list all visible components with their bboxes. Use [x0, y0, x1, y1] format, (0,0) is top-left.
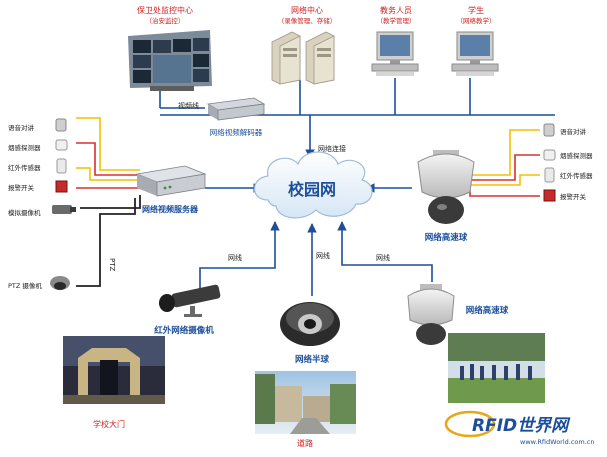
video-line-label: 视频线	[178, 101, 199, 110]
net-connect-label: 网络连接	[318, 144, 346, 153]
campus-network-cloud: 校园网	[253, 151, 373, 219]
left-sensor-list: 语音对讲 烟感探测器 红外传感器 报警开关 模拟摄像机 PTZ 摄像机 PTZ	[8, 118, 116, 290]
speed-dome-camera-icon	[417, 150, 475, 224]
watermark-url: www.RfidWorld.com.cn	[520, 438, 595, 446]
left-sensor-infrared-label: 红外传感器	[8, 163, 41, 172]
road-photo	[255, 371, 356, 434]
left-sensor-alarm-label: 报警开关	[8, 183, 35, 192]
right-sensor-infrared-label: 红外传感器	[560, 171, 593, 180]
analog-camera-label: 模拟摄像机	[8, 208, 41, 217]
infrared-sensor-icon	[544, 167, 555, 183]
right-wiring	[469, 129, 540, 197]
analog-camera-icon	[52, 205, 72, 214]
monitor-wall-icon	[128, 30, 212, 91]
left-wiring	[76, 117, 141, 287]
net-line-1-label: 网线	[228, 253, 242, 262]
alarm-switch-icon	[55, 180, 68, 193]
speed-dome-1-label: 网络高速球	[425, 232, 468, 243]
server-icon	[271, 31, 335, 85]
smoke-detector-icon	[543, 149, 556, 161]
smoke-detector-icon	[55, 139, 68, 151]
decoder-label: 网络视频解码器	[210, 127, 263, 137]
students-subtitle: （网络教学）	[457, 16, 496, 25]
speed-dome-2-label: 网络高速球	[466, 305, 509, 316]
alarm-switch-icon	[543, 189, 556, 202]
ptz-camera-label: PTZ 摄像机	[8, 281, 42, 290]
infrared-sensor-icon	[56, 158, 67, 174]
intercom-icon	[543, 123, 555, 137]
school-gate-label: 学校大门	[93, 419, 125, 429]
student-computer-icon	[451, 31, 499, 76]
half-dome-label: 网络半球	[295, 354, 330, 365]
network-center-subtitle: （录像管理、存储）	[278, 16, 337, 25]
security-center-subtitle: （治安监控）	[146, 16, 185, 25]
teachers-subtitle: （教学管理）	[377, 16, 416, 25]
right-sensor-smoke-label: 烟感探测器	[560, 151, 593, 160]
left-sensor-intercom-label: 语音对讲	[8, 123, 35, 132]
video-server-label: 网络视频服务器	[142, 204, 199, 214]
infrared-camera-icon	[159, 284, 221, 317]
right-sensor-alarm-label: 报警开关	[560, 192, 587, 201]
campus-network-label: 校园网	[288, 180, 336, 199]
net-line-2-label: 网线	[316, 251, 330, 260]
teacher-computer-icon	[371, 31, 419, 76]
half-dome-camera-icon	[280, 302, 340, 346]
right-sensor-intercom-label: 语音对讲	[560, 127, 587, 136]
ir-camera-label: 红外网络摄像机	[154, 325, 214, 336]
left-sensor-smoke-label: 烟感探测器	[8, 143, 41, 152]
security-center-title: 保卫处监控中心	[137, 5, 193, 15]
video-server-icon	[135, 165, 207, 197]
students-title: 学生	[468, 5, 484, 15]
ptz-wire-label: PTZ	[108, 258, 116, 271]
net-line-3-label: 网线	[376, 253, 390, 262]
intercom-icon	[55, 118, 67, 132]
road-label: 道路	[297, 438, 313, 448]
network-center-title: 网络中心	[291, 5, 323, 15]
speed-dome-camera-icon	[407, 284, 455, 345]
rfidworld-watermark: RFID世界网 www.RfidWorld.com.cn	[444, 410, 595, 446]
sports-field-photo	[448, 333, 545, 403]
video-decoder-icon	[206, 97, 266, 121]
teachers-title: 教务人员	[380, 5, 412, 15]
right-sensor-list: 语音对讲 烟感探测器 红外传感器 报警开关	[543, 123, 593, 202]
school-gate-photo	[63, 336, 165, 404]
watermark-brand: RFID世界网	[472, 416, 571, 436]
